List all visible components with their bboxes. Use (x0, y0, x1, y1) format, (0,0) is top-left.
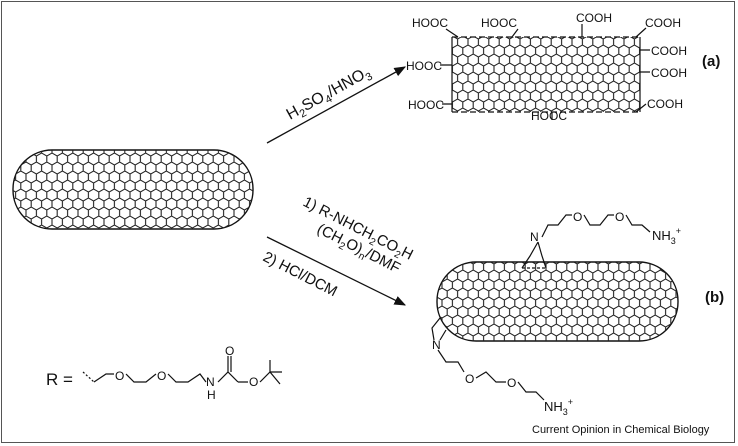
ammonium-bottom: NH3+ (544, 397, 573, 417)
svg-text:H2SO4/HNO3: H2SO4/HNO3 (284, 64, 375, 127)
svg-text:COOH: COOH (645, 16, 681, 30)
panel-label-b: (b) (705, 289, 724, 306)
r-o-2: O (157, 369, 166, 383)
panel-label-a: (a) (702, 53, 720, 70)
bottom-pyrrolidine-chain (431, 317, 545, 401)
r-o-ester: O (249, 375, 258, 389)
o-label-top-2: O (615, 210, 624, 224)
n-label-bottom: N (432, 338, 441, 352)
svg-text:COOH: COOH (576, 11, 612, 25)
r-h: H (207, 388, 216, 402)
o-label-bottom-2: O (507, 376, 516, 390)
r-group-equals: R = (46, 370, 73, 389)
svg-text:HOOC: HOOC (531, 109, 567, 123)
reagent-label-b2: 2) HCl/DCM (260, 248, 340, 300)
reaction-arrow-a (266, 66, 407, 144)
source-credit: Current Opinion in Chemical Biology (532, 424, 710, 436)
n-label-top: N (530, 230, 539, 244)
carboxyl-labels: HOOC HOOC COOH COOH COOH HOOC COOH HOOC … (406, 11, 687, 123)
svg-text:HOOC: HOOC (408, 98, 444, 112)
svg-text:HOOC: HOOC (412, 16, 448, 30)
r-o-1: O (115, 369, 124, 383)
r-group-structure (82, 356, 282, 385)
reaction-arrow-b (266, 236, 407, 306)
o-label-bottom-1: O (465, 372, 474, 386)
functionalized-nanotube (436, 261, 679, 342)
svg-text:COOH: COOH (651, 44, 687, 58)
svg-text:COOH: COOH (647, 97, 683, 111)
ammonium-top: NH3+ (652, 226, 681, 246)
reagent-label-a: H2SO4/HNO3 (284, 64, 375, 127)
top-pyrrolidine-chain (521, 214, 651, 269)
o-label-top-1: O (573, 210, 582, 224)
svg-text:2) HCl/DCM: 2) HCl/DCM (260, 248, 340, 300)
svg-text:HOOC: HOOC (481, 16, 517, 30)
pristine-nanotube (12, 149, 254, 230)
r-o-carbonyl: O (225, 344, 234, 358)
r-n: N (206, 375, 215, 389)
svg-text:HOOC: HOOC (406, 59, 442, 73)
oxidized-nanotube (440, 24, 650, 120)
svg-text:COOH: COOH (651, 66, 687, 80)
